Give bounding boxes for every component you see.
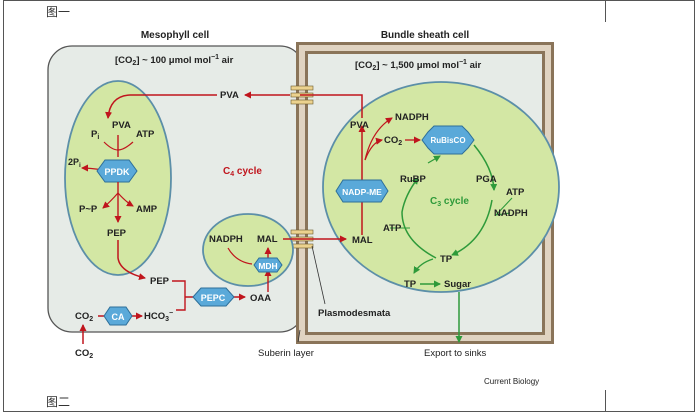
- atp-label-chloro: ATP: [136, 129, 155, 140]
- pp-out-arrow: [102, 192, 119, 209]
- hco3-label: HCO3−: [144, 310, 173, 323]
- plasmodesmata-label: Plasmodesmata: [318, 308, 391, 319]
- figure-label-1: 图一: [46, 5, 71, 19]
- nadph-to-mdh-arrow: [227, 247, 253, 265]
- tp-to-rubp-arrow: [401, 177, 437, 259]
- credit-label: Current Biology: [484, 377, 539, 386]
- nadph-label-right: NADPH: [494, 208, 528, 219]
- pga-label: PGA: [476, 174, 497, 185]
- co2-release-arrow: [364, 137, 383, 161]
- sugar-label: Sugar: [444, 279, 471, 290]
- atp-label-right: ATP: [506, 187, 525, 198]
- ca-enzyme: [103, 306, 133, 326]
- pi-in-arrow: [103, 141, 119, 151]
- amp-label: AMP: [136, 204, 158, 215]
- suberin-label: Suberin layer: [258, 348, 314, 359]
- nadp-me-label: NADP-ME: [342, 187, 382, 197]
- atp-in-arrow: [117, 141, 134, 151]
- mesophyll-co2-concentration: [CO2] ~ 100 μmol mol−1 air: [115, 54, 234, 67]
- two-pi-label: 2Pi: [68, 157, 81, 169]
- nadph-in-arrow-green: [495, 212, 511, 216]
- rubisco-label: RuBisCO: [430, 136, 465, 145]
- pep-label-cytosol: PEP: [150, 276, 170, 287]
- mal-label-chloro2: MAL: [257, 234, 278, 245]
- suberin-leader: [297, 329, 301, 343]
- malate-chloroplast: [202, 213, 294, 287]
- tp-label-export: TP: [404, 279, 417, 290]
- pep-export-arrow: [117, 240, 146, 281]
- c4-cycle-label: C4 cycle: [223, 166, 262, 178]
- nadph-out-arrow: [364, 117, 393, 161]
- co2-label-bundle: CO2: [384, 135, 402, 147]
- mal-label-bundle: MAL: [352, 235, 373, 246]
- atp-label-left: ATP: [383, 223, 402, 234]
- document-table: [3, 0, 695, 412]
- pva-transport-line: [300, 94, 363, 118]
- ppdk-enzyme: [96, 159, 138, 183]
- co2-label-cytosol: CO2: [75, 311, 93, 323]
- pepc-enzyme: [192, 287, 235, 307]
- tp-export-arrow: [413, 258, 434, 274]
- export-label: Export to sinks: [424, 348, 487, 359]
- atp-in-arrow-green: [495, 197, 513, 216]
- mesophyll-title: Mesophyll cell: [141, 30, 210, 41]
- ca-label: CA: [112, 312, 125, 322]
- rubisco-to-pga-arrow: [473, 144, 498, 191]
- rubp-label: RuBP: [400, 174, 427, 185]
- plasmodesmata-leader: [311, 245, 326, 305]
- pep-to-pepc-line: [172, 280, 186, 311]
- pep-label-chloro: PEP: [107, 228, 127, 239]
- tp-label-cycle: TP: [440, 254, 453, 265]
- mdh-label: MDH: [258, 261, 277, 271]
- oaa-label: OAA: [250, 293, 271, 304]
- rubisco-enzyme: [421, 125, 475, 155]
- pva-to-chloroplast-arrow: [105, 94, 217, 119]
- bundle-sheath-title: Bundle sheath cell: [381, 30, 470, 41]
- nadp-me-enzyme: [335, 179, 389, 203]
- rubp-to-rubisco-arrow: [427, 155, 441, 164]
- pepc-label: PEPC: [201, 293, 226, 303]
- pp-label: P~P: [79, 204, 98, 215]
- bundle-sheath-chloroplast: [322, 81, 560, 293]
- mdh-enzyme: [253, 257, 283, 273]
- nadph-label-chloro2: NADPH: [209, 234, 243, 245]
- pva-label-top: PVA: [220, 90, 239, 101]
- nadph-label-bundle: NADPH: [395, 112, 429, 123]
- amp-out-arrow: [117, 192, 134, 207]
- pga-to-tp-arrow: [451, 199, 493, 256]
- pva-label-chloro: PVA: [112, 120, 131, 131]
- figure-label-2: 图二: [46, 395, 71, 409]
- bundle-co2-concentration: [CO2] ~ 1,500 μmol mol−1 air: [355, 59, 482, 72]
- pva-label-bundle: PVA: [350, 120, 369, 131]
- co2-label-outside: CO2: [75, 348, 93, 360]
- pi-label: Pi: [91, 129, 99, 141]
- c3-cycle-label: C3 cycle: [430, 196, 469, 208]
- ppdk-label: PPDK: [104, 167, 130, 177]
